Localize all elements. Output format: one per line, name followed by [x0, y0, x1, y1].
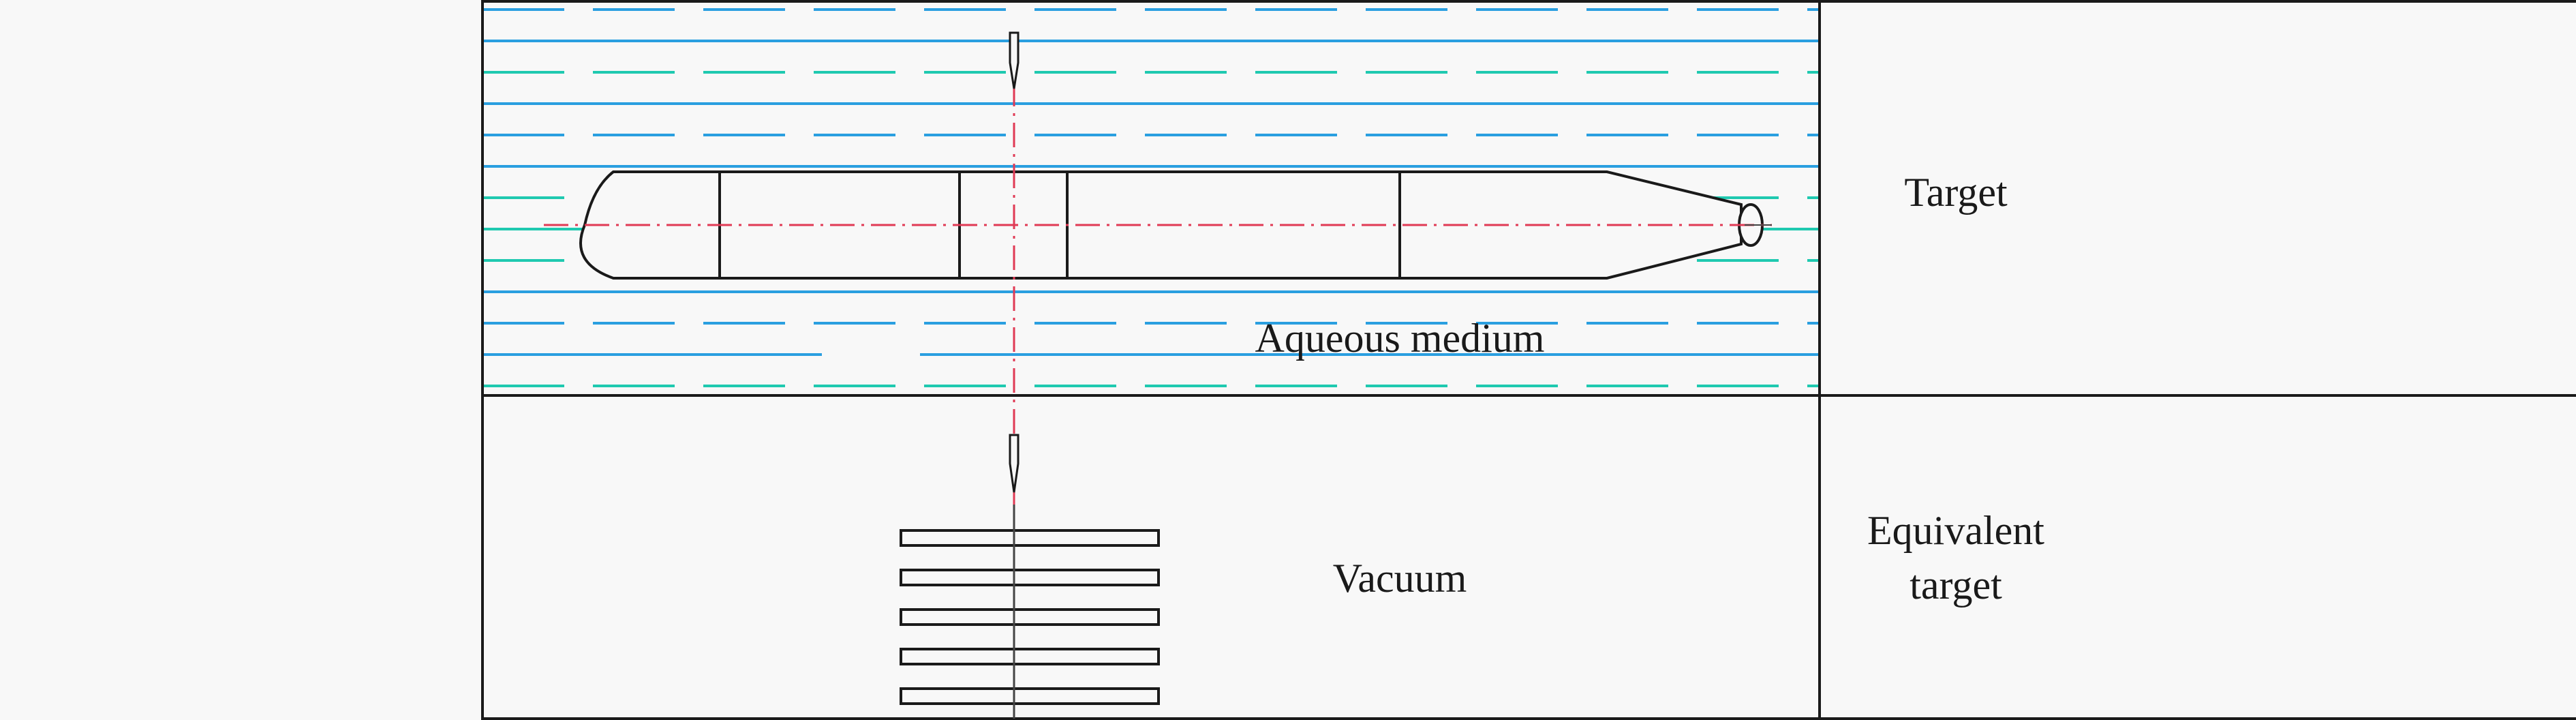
equivalent-plates — [900, 524, 1160, 719]
vacuum-label: Vacuum — [1333, 556, 1467, 601]
panel-frame — [481, 0, 2576, 720]
penetrator-shapes — [1009, 31, 1019, 493]
target-plate — [900, 608, 1160, 626]
target-plate — [900, 648, 1160, 665]
target-plate — [900, 687, 1160, 705]
target-label: Target — [1904, 170, 2008, 215]
water-hatching — [482, 8, 1820, 387]
equivalent-target-label-line1: Equivalent — [1867, 508, 2044, 553]
target-plate — [900, 529, 1160, 547]
aqueous-medium-label: Aqueous medium — [1255, 316, 1545, 361]
upper-penetrator — [1009, 31, 1019, 89]
lower-penetrator — [1009, 434, 1019, 493]
target-plate — [900, 569, 1160, 586]
equivalent-target-label-line2: target — [1910, 562, 2002, 608]
outer-frame — [481, 0, 2576, 720]
